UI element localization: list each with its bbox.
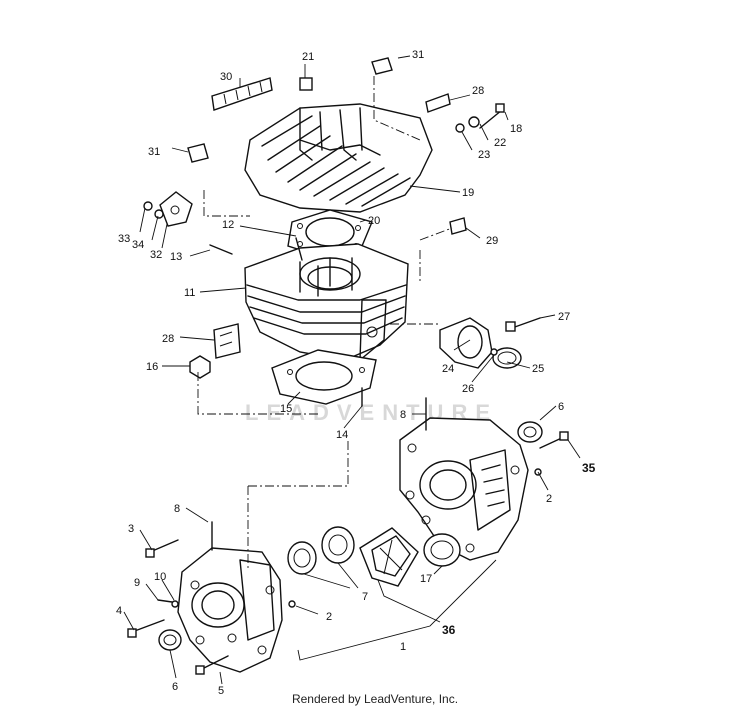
callout-33: 33	[118, 233, 130, 245]
callout-2-right: 2	[546, 493, 552, 505]
callout-9: 9	[134, 577, 140, 589]
crankcase-right-half	[399, 417, 529, 561]
callout-29: 29	[486, 235, 498, 247]
callout-15: 15	[280, 403, 292, 415]
base-gasket	[271, 349, 377, 405]
leader-lines	[123, 55, 581, 685]
small-hardware	[127, 57, 569, 675]
callout-4: 4	[116, 605, 122, 617]
callout-32: 32	[150, 249, 162, 261]
oil-seal-left	[158, 629, 182, 651]
callout-13: 13	[170, 251, 182, 263]
callout-1: 1	[400, 641, 406, 653]
render-credit: Rendered by LeadVenture, Inc.	[291, 692, 459, 706]
callout-35: 35	[582, 461, 596, 475]
callout-36: 36	[442, 623, 456, 637]
callout-14: 14	[336, 429, 348, 441]
callout-10: 10	[154, 571, 166, 583]
callout-28-top: 28	[472, 85, 484, 97]
callout-25: 25	[532, 363, 544, 375]
callout-20: 20	[368, 215, 380, 227]
callout-12: 12	[222, 219, 234, 231]
cylinder	[244, 243, 409, 361]
callout-26: 26	[462, 383, 474, 395]
cylinder-head	[244, 77, 433, 213]
callout-19: 19	[462, 187, 474, 199]
crankcase-left-half	[177, 547, 283, 673]
assembly-lines	[197, 76, 453, 570]
callout-3: 3	[128, 523, 134, 535]
callout-6-left: 6	[172, 681, 178, 693]
callout-30: 30	[220, 71, 232, 83]
callout-28-lower: 28	[162, 333, 174, 345]
callout-8-right: 8	[400, 409, 406, 421]
callout-24: 24	[442, 363, 454, 375]
callout-23: 23	[478, 149, 490, 161]
callout-18: 18	[510, 123, 522, 135]
callout-2-left: 2	[326, 611, 332, 623]
callout-7: 7	[362, 591, 368, 603]
callout-6-right: 6	[558, 401, 564, 413]
callout-8-left: 8	[174, 503, 180, 515]
callout-5: 5	[218, 685, 224, 697]
callout-16: 16	[146, 361, 158, 373]
callout-27: 27	[558, 311, 570, 323]
callout-22: 22	[494, 137, 506, 149]
spark-plug-nut	[299, 77, 313, 91]
intake-manifold	[439, 317, 522, 369]
callout-21: 21	[302, 51, 314, 63]
bearing-pair	[287, 526, 355, 575]
callout-11: 11	[184, 287, 195, 299]
callout-31-top: 31	[412, 49, 424, 61]
reed-plate	[359, 527, 419, 587]
callout-34: 34	[132, 239, 144, 251]
oil-seal-right	[517, 421, 543, 443]
crankcase-gasket	[423, 533, 461, 567]
callout-17: 17	[420, 573, 432, 585]
callout-labels: 21 31 30 28 18 22 23 31 19 20 33 34 32 1…	[116, 49, 596, 697]
callout-31-left: 31	[148, 146, 160, 158]
